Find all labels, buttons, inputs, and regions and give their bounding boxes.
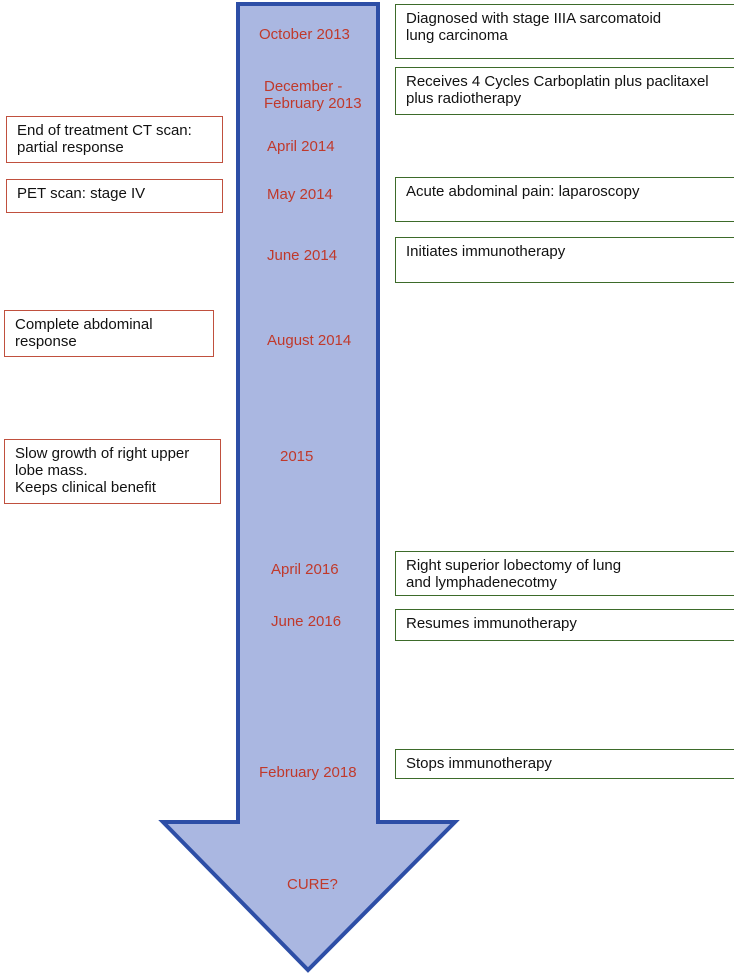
- event-box-diagnosis: Diagnosed with stage IIIA sarcomatoid lu…: [395, 4, 734, 59]
- event-box-laparoscopy: Acute abdominal pain: laparoscopy: [395, 177, 734, 222]
- event-box-initiates-immunotherapy: Initiates immunotherapy: [395, 237, 734, 283]
- date-label: April 2014: [267, 138, 335, 155]
- event-text: Stops immunotherapy: [406, 755, 552, 772]
- finding-text: Keeps clinical benefit: [15, 479, 156, 496]
- event-text: lung carcinoma: [406, 27, 508, 44]
- date-april-2016: April 2016: [271, 561, 339, 578]
- finding-box-ct-scan: End of treatment CT scan: partial respon…: [6, 116, 223, 163]
- event-text: Resumes immunotherapy: [406, 615, 577, 632]
- date-label: June 2016: [271, 613, 342, 630]
- finding-text: Slow growth of right upper: [15, 445, 190, 462]
- date-label: October 2013: [259, 26, 350, 43]
- date-december-february-2013: December - February 2013: [264, 78, 362, 112]
- date-label: June 2014: [267, 247, 338, 264]
- finding-box-slow-growth: Slow growth of right upper lobe mass. Ke…: [4, 439, 221, 504]
- date-june-2014: June 2014: [267, 247, 337, 264]
- finding-box-abdominal-response: Complete abdominal response: [4, 310, 214, 357]
- date-october-2013: October 2013: [259, 26, 350, 43]
- date-label: August 2014: [267, 332, 352, 349]
- date-label: April 2016: [271, 561, 339, 578]
- event-box-lobectomy: Right superior lobectomy of lung and lym…: [395, 551, 734, 596]
- date-label: 2015: [280, 448, 314, 465]
- event-text: and lymphadenecotmy: [406, 574, 557, 591]
- finding-text: response: [15, 333, 77, 350]
- date-june-2016: June 2016: [271, 613, 341, 630]
- date-august-2014: August 2014: [267, 332, 351, 349]
- event-text: Right superior lobectomy of lung: [406, 557, 622, 574]
- date-may-2014: May 2014: [267, 186, 333, 203]
- timeline-arrow-shape: [158, 2, 460, 973]
- date-label: December -: [264, 78, 343, 95]
- finding-box-pet-scan: PET scan: stage IV: [6, 179, 223, 213]
- finding-text: PET scan: stage IV: [17, 185, 146, 202]
- event-text: Acute abdominal pain: laparoscopy: [406, 183, 640, 200]
- date-label: CURE?: [287, 876, 338, 893]
- date-cure: CURE?: [287, 876, 338, 893]
- event-text: plus radiotherapy: [406, 90, 522, 107]
- event-text: Diagnosed with stage IIIA sarcomatoid: [406, 10, 662, 27]
- finding-text: End of treatment CT scan:: [17, 122, 192, 139]
- event-text: Receives 4 Cycles Carboplatin plus pacli…: [406, 73, 709, 90]
- finding-text: partial response: [17, 139, 124, 156]
- finding-text: Complete abdominal: [15, 316, 153, 333]
- event-box-resumes-immunotherapy: Resumes immunotherapy: [395, 609, 734, 641]
- date-2015: 2015: [280, 448, 313, 465]
- date-february-2018: February 2018: [259, 764, 357, 781]
- date-label: February 2018: [259, 764, 357, 781]
- date-label: May 2014: [267, 186, 333, 203]
- date-april-2014: April 2014: [267, 138, 335, 155]
- event-text: Initiates immunotherapy: [406, 243, 566, 260]
- event-box-stops-immunotherapy: Stops immunotherapy: [395, 749, 734, 779]
- date-label: February 2013: [264, 95, 362, 112]
- event-box-chemoradiotherapy: Receives 4 Cycles Carboplatin plus pacli…: [395, 67, 734, 115]
- finding-text: lobe mass.: [15, 462, 88, 479]
